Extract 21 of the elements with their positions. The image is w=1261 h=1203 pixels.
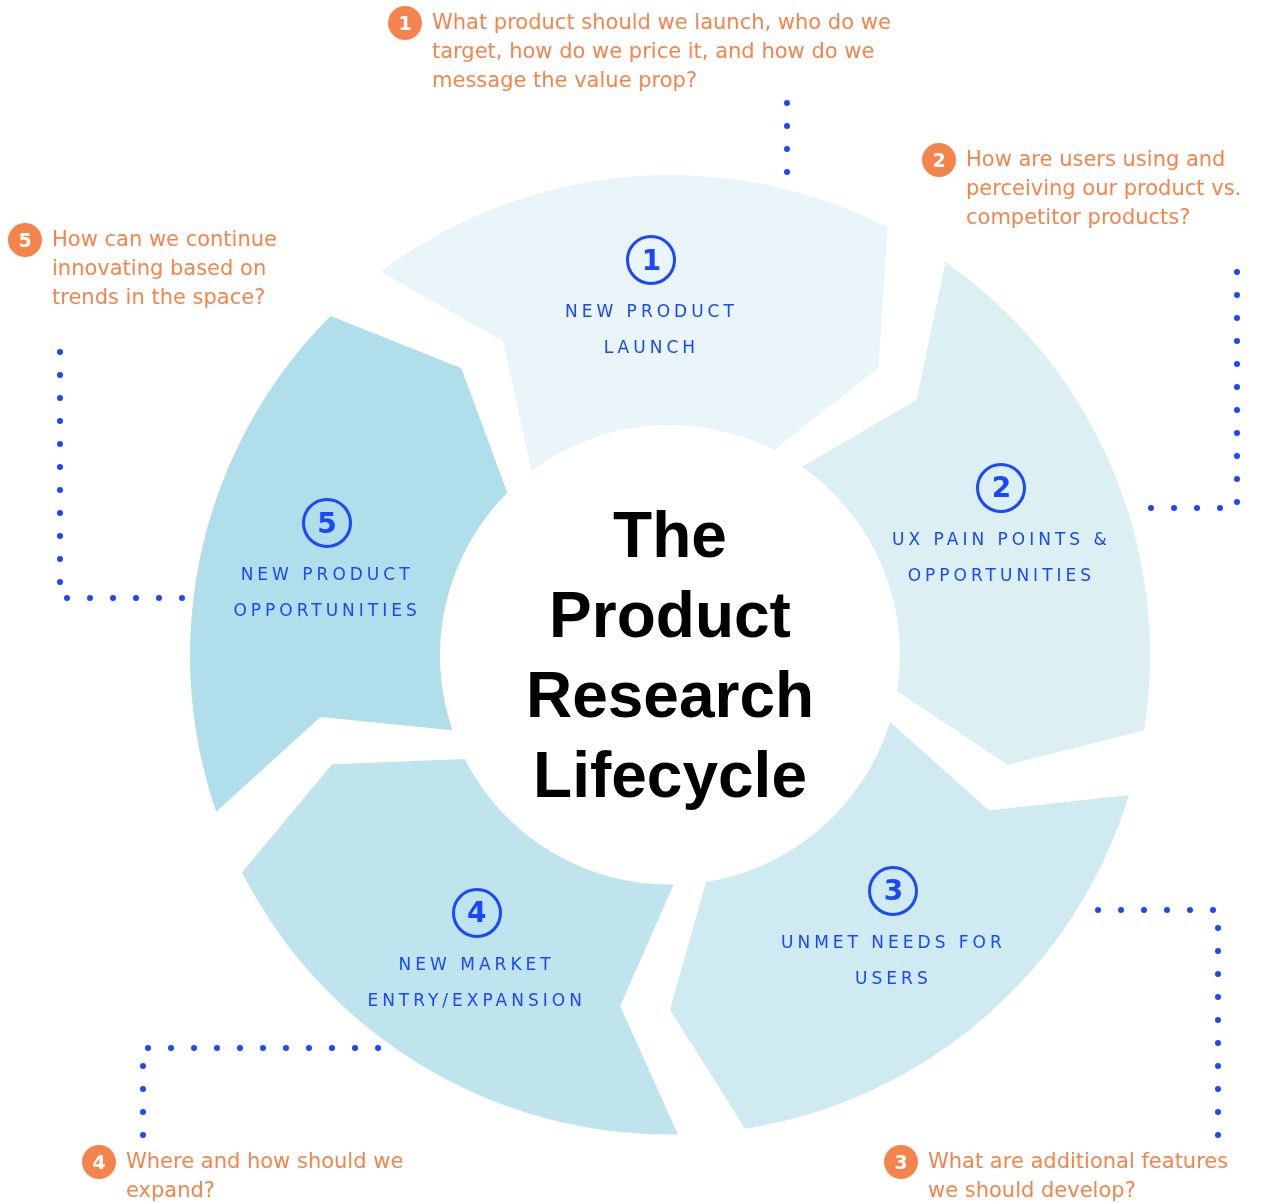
question-text: How are users using and perceiving our product vs. competitor products? <box>966 146 1243 231</box>
question-text: What are additional features we should develop? <box>928 1148 1230 1203</box>
step-number: 1 <box>626 235 677 286</box>
center-title: The Product Research Lifecycle <box>524 498 816 813</box>
number-badge: 1 <box>388 6 422 40</box>
step-number: 2 <box>976 462 1027 513</box>
number-badge: 5 <box>8 223 42 257</box>
step-title: NEW PRODUCT LAUNCH <box>563 300 739 360</box>
step-title: NEW MARKET ENTRY/EXPANSION <box>366 952 587 1012</box>
step-number: 5 <box>302 498 353 549</box>
step-number: 3 <box>868 865 919 916</box>
step-number: 4 <box>451 887 502 938</box>
step-title: UX PAIN POINTS & OPPORTUNITIES <box>891 527 1112 587</box>
number-badge: 3 <box>884 1145 918 1179</box>
question-text: What product should we launch, who do we target, how do we price it, and how do we message the value prop? <box>432 9 892 94</box>
number-badge: 2 <box>922 143 956 177</box>
step-title: UNMET NEEDS FOR USERS <box>780 930 1007 990</box>
question-text: Where and how should we expand? <box>126 1148 405 1203</box>
question-text: How can we continue innovating based on trends in the space? <box>52 226 278 311</box>
step-title: NEW PRODUCT OPPORTUNITIES <box>232 563 422 623</box>
number-badge: 4 <box>82 1145 116 1179</box>
